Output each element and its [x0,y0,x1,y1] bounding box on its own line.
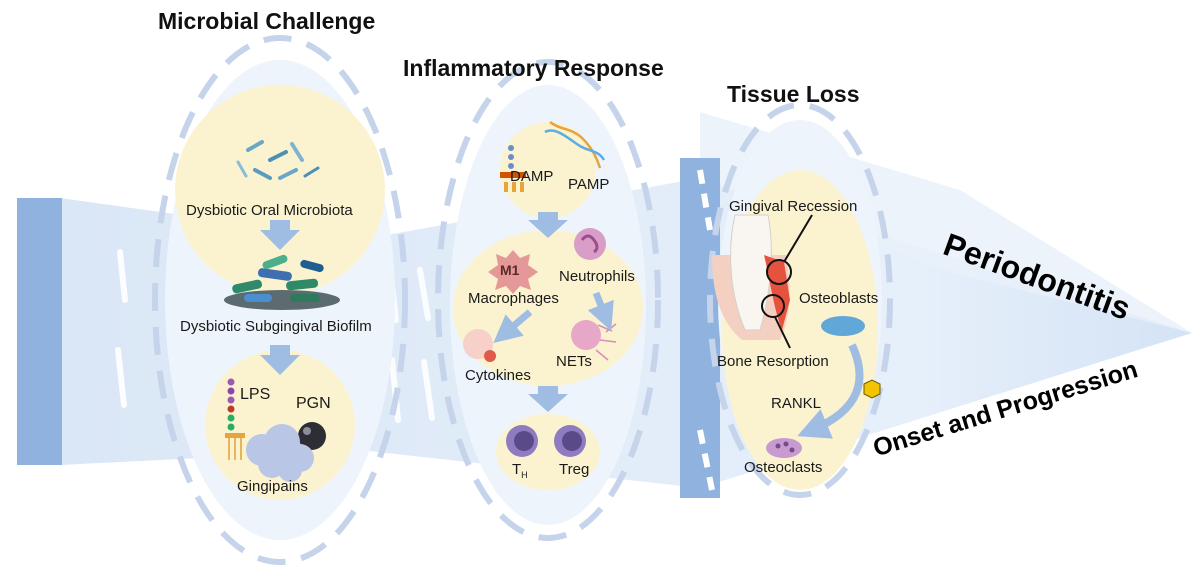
label-microbiota: Dysbiotic Oral Microbiota [186,202,353,219]
label-neutrophils: Neutrophils [559,268,635,285]
stage-title-inflammatory: Inflammatory Response [403,55,664,81]
label-osteoblasts: Osteoblasts [799,290,879,307]
label-th-sub: H [521,470,528,480]
biofilm-icon [224,254,340,310]
tissue-entry-band [680,158,720,498]
signals-to-cells-arrow [528,212,568,238]
label-treg: Treg [559,461,590,478]
osteoblast-to-osteoclast-arrow [797,343,864,439]
label-damp: DAMP [510,168,554,185]
stage-title-tissue: Tissue Loss [727,81,860,107]
label-cytokines: Cytokines [465,367,531,384]
stage3-outer-ring [707,102,893,498]
label-lps: LPS [240,386,271,403]
osteoclast-icon [766,438,802,458]
label-gingipains: Gingipains [237,478,308,495]
innate-cells-bubble [453,230,643,386]
label-pamp: PAMP [568,176,610,193]
label-pgn: PGN [296,395,331,412]
biofilm-to-virulence-arrow [260,345,300,375]
stage1-outer-ring [152,35,408,565]
damp-pamp-icon [500,145,526,192]
label-macrophages: Macrophages [468,290,559,307]
funnel-start-band [17,198,62,465]
treg-cell-icon [554,425,586,457]
dna-icon [544,120,606,169]
neutrophil-icon [574,228,606,260]
label-gingival-recession: Gingival Recession [729,198,858,215]
cytokines-icon [463,329,496,362]
lps-icon [225,378,245,460]
label-rankl: RANKL [771,395,822,412]
macrophage-icon [488,250,538,294]
stage-title-microbial: Microbial Challenge [158,8,376,34]
label-th: TH [512,461,528,480]
label-nets: NETs [556,353,592,370]
recession-marker [766,259,792,285]
th-cell-icon [506,425,538,457]
label-bone-resorption: Bone Resorption [717,353,829,370]
label-biofilm: Dysbiotic Subgingival Biofilm [180,318,372,335]
tooth-icon [712,214,790,340]
resorption-marker [761,294,785,318]
microbiota-icon [236,140,320,180]
microbiota-to-biofilm-arrow [260,220,300,250]
stage2-outer-ring [435,59,661,541]
osteoblast-icon [821,316,865,336]
cells-to-tcells-arrow [528,386,568,412]
label-m1: M1 [500,262,520,278]
label-osteoclasts: Osteoclasts [744,459,823,476]
microbiota-bubble [175,85,385,295]
label-th-main: T [512,461,522,478]
rankl-icon [863,379,881,399]
danger-signals-bubble [500,122,596,218]
gingipains-icon [246,424,314,482]
